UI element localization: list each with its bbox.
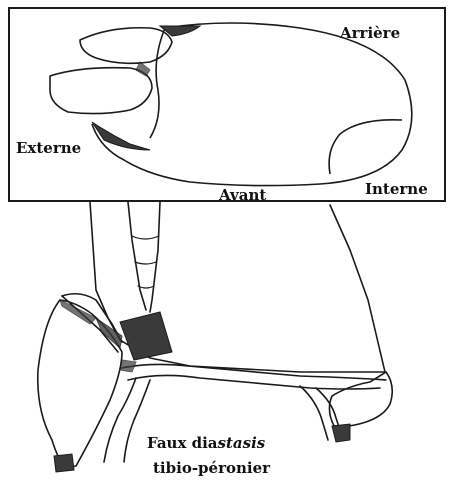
fibula-outline [128, 202, 160, 312]
caption-prefix: Faux dia [147, 434, 218, 452]
caption-line-2: tibio-péronier [153, 459, 271, 477]
label-interne: Interne [365, 180, 428, 198]
lateral-malleolus [38, 300, 122, 468]
caption-italic: stasis [218, 434, 266, 452]
tibiofibular-clear-space [120, 312, 172, 360]
axial-view-inset: Arrière Externe Avant Interne [9, 8, 445, 204]
caption-line-1: Faux diastasis [147, 434, 266, 452]
label-avant: Avant [218, 186, 266, 204]
label-externe: Externe [16, 139, 81, 157]
label-arriere: Arrière [339, 24, 400, 42]
